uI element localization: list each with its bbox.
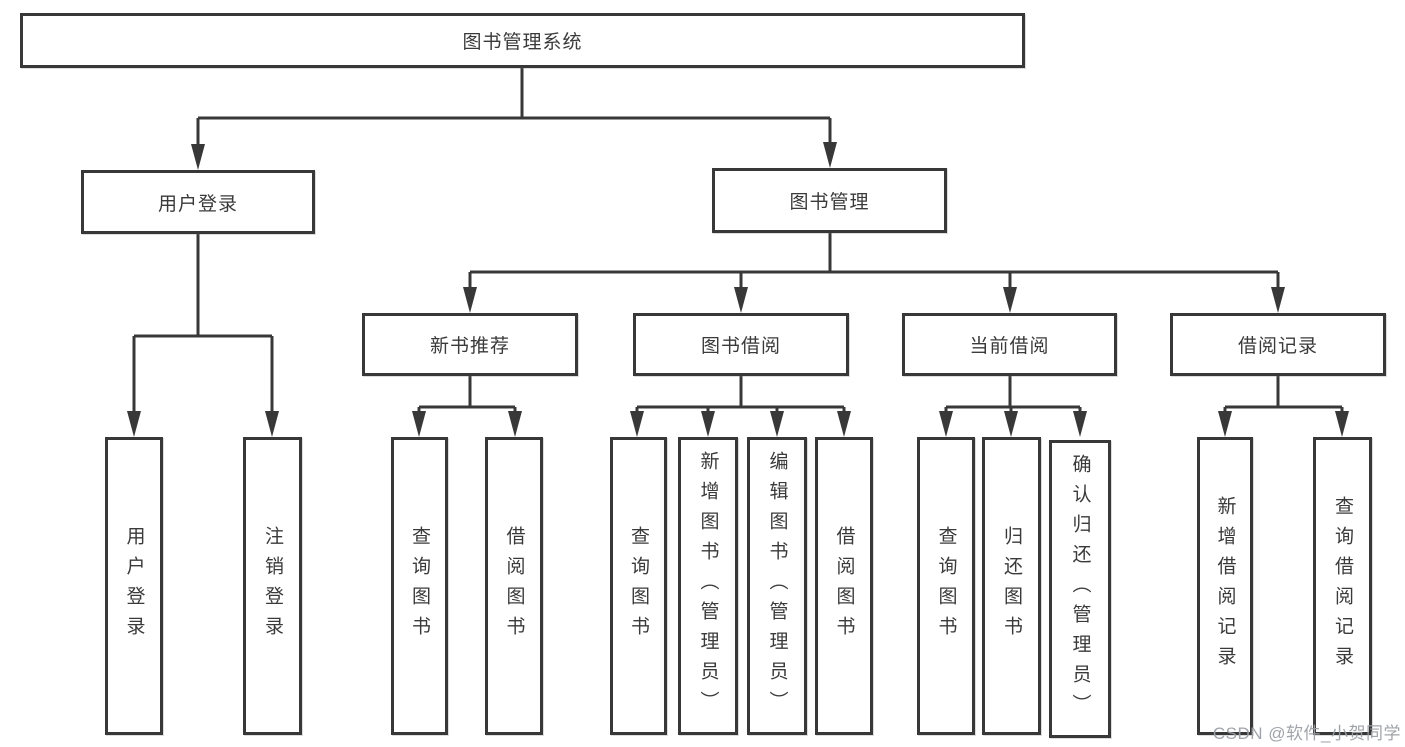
leaf-borrow-books-recommend: 借阅图书 [485,437,543,735]
connector-borrow-records-branch [1225,376,1342,409]
arrowhead [1271,287,1285,313]
connector-book-mgmt-branch [470,233,1278,274]
leaf-query-books-current: 查询图书 [917,437,975,735]
connector-new-book-branch [419,376,515,409]
arrowhead [191,144,205,170]
leaf-confirm-return-admin: 确认归还（管理员） [1049,440,1111,738]
arrowhead [1335,411,1349,437]
leaf-add-books-admin: 新增图书（管理员） [678,437,738,735]
node-user-login: 用户登录 [81,170,315,234]
node-new-book-recommend: 新书推荐 [362,313,578,376]
connector-user-login-branch [134,233,272,338]
arrowhead [823,142,837,168]
arrowhead [1073,411,1087,437]
node-current-borrowing: 当前借阅 [902,313,1117,376]
leaf-query-books-borrowing: 查询图书 [610,437,667,735]
arrowhead [1003,287,1017,313]
node-root-system: 图书管理系统 [20,13,1025,68]
leaf-logout: 注销登录 [243,437,302,735]
node-borrowing-records: 借阅记录 [1170,313,1386,376]
connector-current-borrow-branch [946,376,1080,409]
arrowhead [701,411,715,437]
connector-book-borrow-branch [637,376,844,409]
leaf-user-login: 用户登录 [105,437,163,735]
node-book-management: 图书管理 [712,168,947,233]
arrowhead [770,411,784,437]
arrowhead [508,411,522,437]
arrowhead [412,411,426,437]
leaf-add-borrow-record: 新增借阅记录 [1197,437,1253,735]
leaf-borrow-books: 借阅图书 [815,437,873,735]
leaf-query-books-recommend: 查询图书 [391,437,448,735]
watermark: CSDN @软件_小贺同学 [1212,724,1401,743]
arrowhead [939,411,953,437]
arrowhead [837,411,851,437]
arrowhead [630,411,644,437]
arrowhead [1218,411,1232,437]
arrowhead [463,287,477,313]
arrowhead [127,411,141,437]
connector-root-branch [198,68,830,120]
leaf-query-borrow-record: 查询借阅记录 [1313,437,1372,735]
node-book-borrowing: 图书借阅 [633,313,849,376]
leaf-edit-books-admin: 编辑图书（管理员） [747,437,807,735]
leaf-return-books: 归还图书 [982,437,1041,735]
arrowhead [265,411,279,437]
arrowhead [734,287,748,313]
arrowhead [1004,411,1018,437]
